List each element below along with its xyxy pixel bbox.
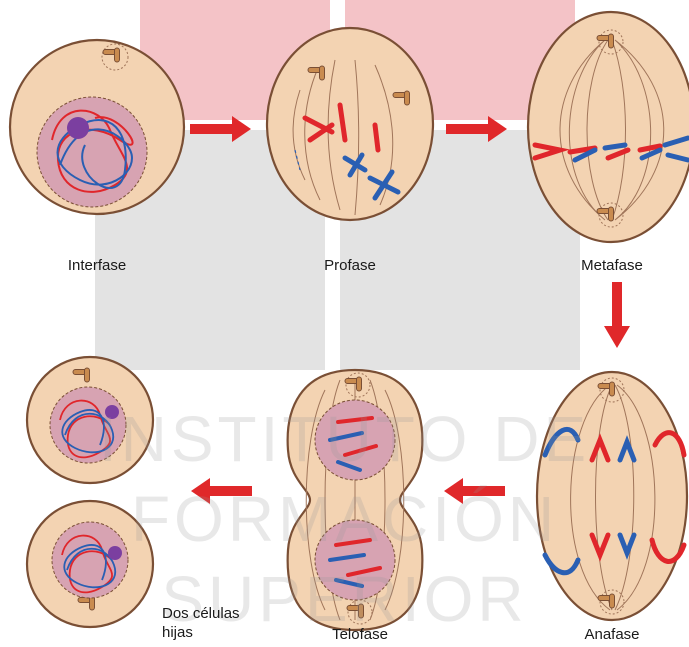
watermark-line2: FORMACIÓN	[0, 482, 689, 556]
cell-interfase	[10, 40, 184, 214]
watermark-line1: INSTITUTO DE	[0, 402, 689, 476]
label-interfase: Interfase	[68, 257, 126, 274]
cell-metafase	[528, 12, 689, 242]
label-anafase: Anafase	[584, 626, 639, 643]
label-telofase: Telofase	[332, 626, 388, 643]
cell-profase	[267, 28, 433, 220]
label-metafase: Metafase	[581, 257, 643, 274]
watermark-line3: SUPERIOR	[0, 562, 689, 636]
arrow-metafase-to-anafase	[604, 282, 630, 348]
label-hijas: hijas	[162, 624, 193, 641]
label-profase: Profase	[324, 257, 376, 274]
label-dos-celulas: Dos células	[162, 605, 240, 622]
